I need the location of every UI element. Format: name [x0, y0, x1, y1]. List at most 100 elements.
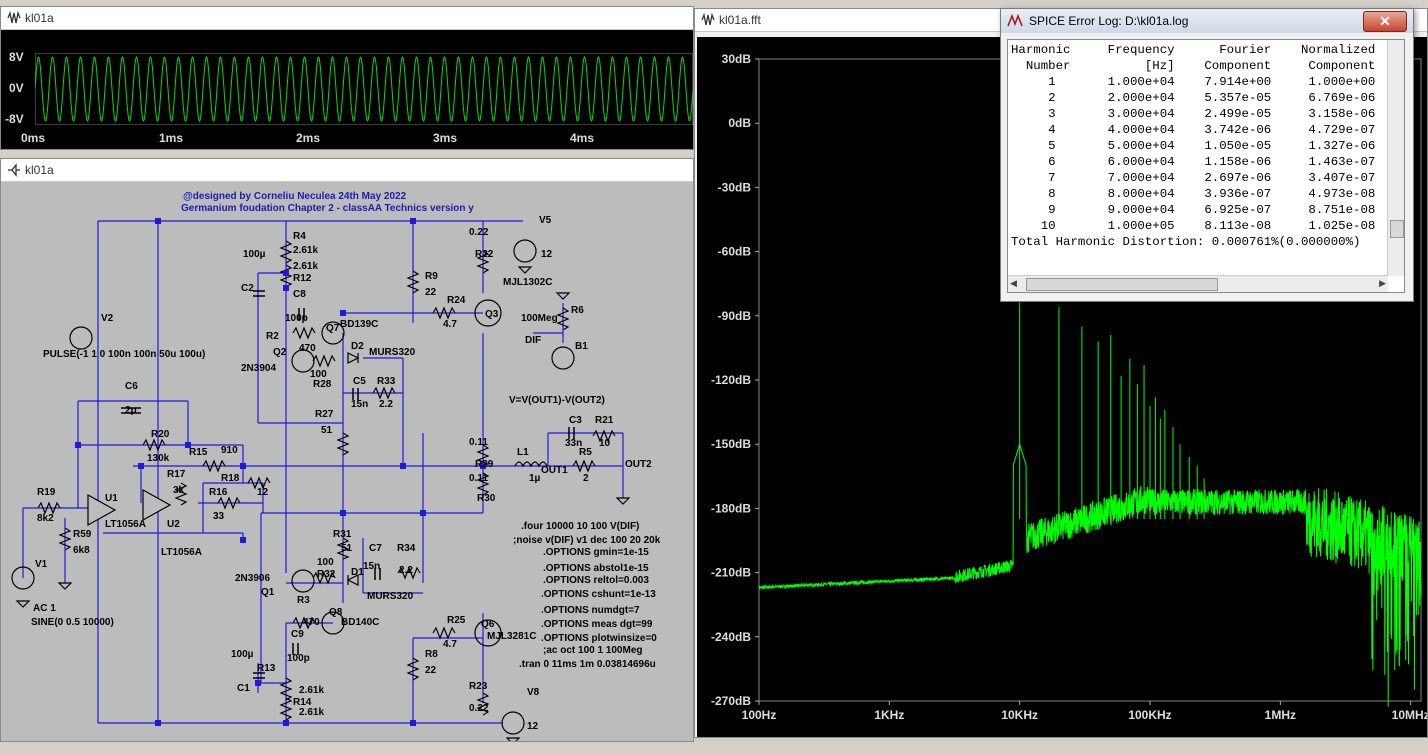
label-q2m[interactable]: 2N3904 [241, 363, 277, 374]
label-v8[interactable]: V8 [527, 687, 540, 698]
label-q6m[interactable]: MJL3281C [487, 631, 537, 642]
spice-directive[interactable]: .OPTIONS gmin=1e-15 [543, 547, 649, 558]
label-q1m[interactable]: 2N3906 [235, 573, 271, 584]
label-r18v[interactable]: 12 [257, 487, 269, 498]
label-c1v[interactable]: 100µ [231, 649, 254, 660]
label-r23[interactable]: R23 [469, 681, 488, 692]
label-v2-spec[interactable]: PULSE(-1 1 0 100n 100n 50u 100u) [43, 349, 206, 360]
label-r12[interactable]: R12 [293, 273, 312, 284]
label-q8m[interactable]: BD140C [341, 617, 380, 628]
label-d2[interactable]: D2 [351, 341, 364, 352]
label-r6[interactable]: R6 [571, 305, 584, 316]
spice-directive[interactable]: .four 10000 10 100 V(DIF) [521, 521, 640, 532]
label-q7m[interactable]: BD139C [340, 319, 379, 330]
spice-directive[interactable]: .OPTIONS numdgt=7 [541, 605, 640, 616]
spice-directive[interactable]: .OPTIONS abstol1e-15 [543, 563, 649, 574]
label-q3m[interactable]: MJL1302C [503, 277, 553, 288]
schematic-canvas[interactable]: @designed by Corneliu Neculea 24th May 2… [3, 183, 693, 741]
label-r24v[interactable]: 4.7 [443, 319, 457, 330]
label-r32[interactable]: R32 [317, 569, 336, 580]
label-l1v[interactable]: 1µ [529, 473, 541, 484]
label-d1[interactable]: D1 [351, 567, 364, 578]
spice-directive[interactable]: .OPTIONS meas dgt=99 [541, 619, 653, 630]
label-c5[interactable]: C5 [353, 376, 366, 387]
scroll-right-arrow[interactable]: ▶ [1379, 278, 1386, 288]
label-r4v[interactable]: 2.61k [293, 245, 319, 256]
label-r3v[interactable]: 470 [303, 617, 320, 628]
label-r16[interactable]: R16 [209, 487, 228, 498]
label-dif[interactable]: DIF [525, 335, 542, 346]
label-r2[interactable]: R2 [266, 331, 279, 342]
label-b1[interactable]: B1 [575, 341, 588, 352]
label-r23v[interactable]: 0.22 [469, 703, 489, 714]
spice-directive[interactable]: .tran 0 11ms 1m 0.03814696u [519, 659, 656, 670]
label-v2[interactable]: V2 [101, 313, 114, 324]
waveform-titlebar[interactable]: kl01a [1, 7, 693, 30]
label-v1[interactable]: V1 [35, 559, 48, 570]
label-r30[interactable]: R30 [477, 493, 496, 504]
label-u1[interactable]: U1 [105, 493, 118, 504]
label-r59[interactable]: R59 [73, 529, 92, 540]
label-r21v[interactable]: 10 [599, 438, 611, 449]
spice-directive[interactable]: .OPTIONS cshunt=1e-13 [541, 589, 656, 600]
label-r17[interactable]: R17 [167, 469, 186, 480]
schematic-titlebar[interactable]: kl01a [1, 159, 693, 182]
label-r24[interactable]: R24 [447, 295, 466, 306]
label-r21[interactable]: R21 [595, 415, 614, 426]
label-r14v[interactable]: 2.61k [299, 707, 325, 718]
label-c5v[interactable]: 15n [351, 399, 369, 410]
label-r12v[interactable]: 2.61k [293, 261, 319, 272]
label-u2m[interactable]: LT1056A [161, 547, 202, 558]
label-r25v[interactable]: 4.7 [443, 639, 457, 650]
label-r32v[interactable]: 100 [317, 557, 334, 568]
label-r22v[interactable]: 0.22 [469, 227, 489, 238]
label-r19v[interactable]: 8k2 [37, 513, 54, 524]
label-r22[interactable]: R22 [475, 249, 494, 260]
label-v5val[interactable]: 12 [541, 249, 553, 260]
label-r5v[interactable]: 2 [583, 473, 589, 484]
label-r15v[interactable]: 910 [221, 445, 238, 456]
label-out1[interactable]: OUT1 [541, 465, 568, 476]
label-r33[interactable]: R33 [377, 376, 396, 387]
label-c6v[interactable]: 2p [125, 405, 137, 416]
label-r13v[interactable]: 2.61k [299, 685, 325, 696]
label-r19[interactable]: R19 [37, 487, 56, 498]
label-r8[interactable]: R8 [425, 649, 438, 660]
label-r27[interactable]: R27 [315, 409, 334, 420]
label-v1-spec[interactable]: SINE(0 0.5 10000) [31, 617, 114, 628]
label-v1-ac[interactable]: AC 1 [33, 603, 56, 614]
label-r15[interactable]: R15 [189, 447, 208, 458]
label-r5[interactable]: R5 [579, 447, 592, 458]
label-c3v[interactable]: 33n [565, 438, 583, 449]
label-d2m[interactable]: MURS320 [369, 347, 416, 358]
label-c9v[interactable]: 100p [287, 653, 310, 664]
label-q3[interactable]: Q3 [485, 309, 499, 320]
label-r25[interactable]: R25 [447, 615, 466, 626]
label-d1m[interactable]: MURS320 [367, 591, 414, 602]
label-c2v[interactable]: 100µ [243, 249, 266, 260]
log-textbox[interactable]: Harmonic Frequency Fourier Normalized Nu… [1007, 39, 1405, 293]
label-r4[interactable]: R4 [293, 231, 306, 242]
label-c7[interactable]: C7 [369, 543, 382, 554]
label-r9[interactable]: R9 [425, 271, 438, 282]
label-u1m[interactable]: LT1056A [105, 519, 146, 530]
label-r31[interactable]: R31 [333, 529, 352, 540]
label-r14[interactable]: R14 [293, 697, 312, 708]
label-c8v[interactable]: 100p [285, 313, 308, 324]
label-q2[interactable]: Q2 [273, 347, 287, 358]
label-v8val[interactable]: 12 [527, 721, 539, 732]
label-r17v[interactable]: 3k [173, 485, 185, 496]
label-q1[interactable]: Q1 [261, 587, 275, 598]
spice-directive[interactable]: ;ac oct 100 1 100Meg [543, 645, 643, 656]
label-q7[interactable]: Q7 [326, 323, 340, 334]
label-out2[interactable]: OUT2 [625, 459, 652, 470]
label-c3[interactable]: C3 [569, 415, 582, 426]
label-r16v[interactable]: 33 [213, 511, 225, 522]
label-c6[interactable]: C6 [125, 381, 138, 392]
scroll-thumb[interactable] [1390, 220, 1404, 238]
label-r13[interactable]: R13 [257, 663, 276, 674]
label-c9[interactable]: C9 [291, 629, 304, 640]
label-c2[interactable]: C2 [241, 283, 254, 294]
label-r31v[interactable]: 51 [341, 543, 353, 554]
label-r2v[interactable]: 470 [299, 343, 316, 354]
